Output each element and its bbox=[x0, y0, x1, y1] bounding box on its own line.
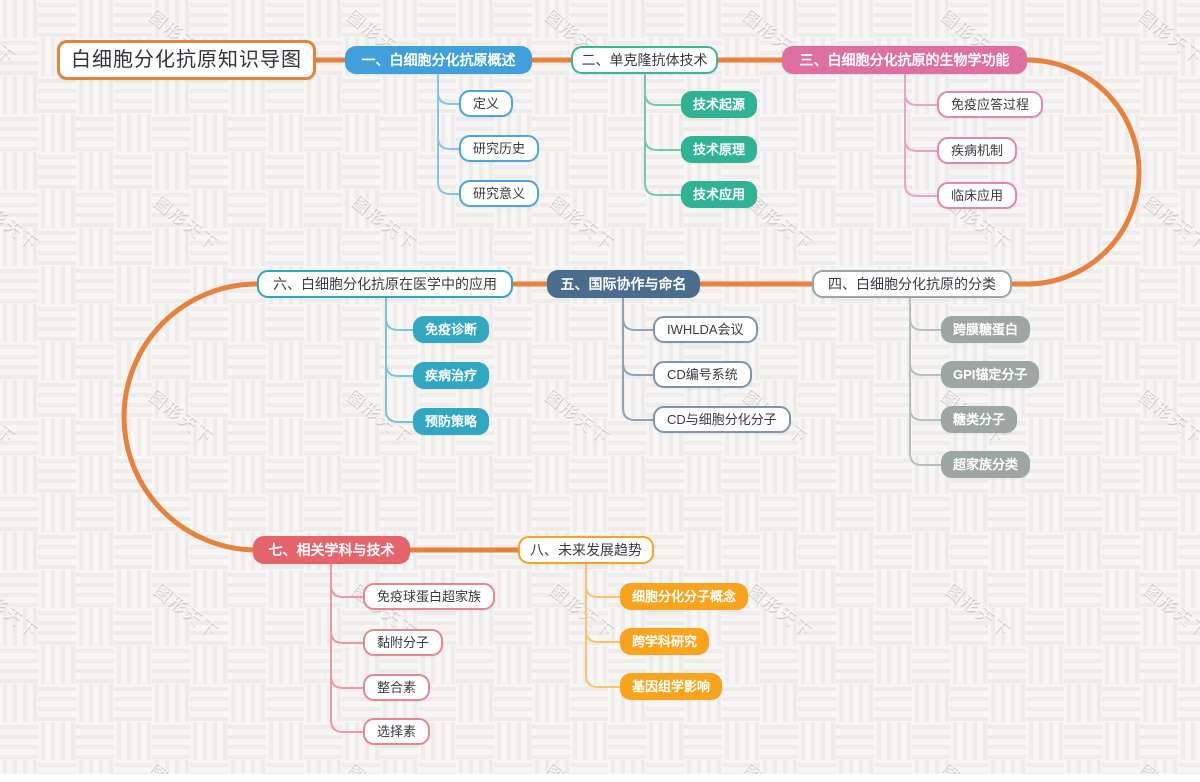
node-child-1-1[interactable]: 定义 bbox=[459, 90, 514, 117]
node-child-7-4[interactable]: 选择素 bbox=[363, 718, 431, 745]
node-child-3-1[interactable]: 免疫应答过程 bbox=[937, 91, 1044, 118]
node-child-7-3[interactable]: 整合素 bbox=[363, 674, 431, 701]
node-central-topic[interactable]: 白细胞分化抗原知识导图 bbox=[57, 40, 316, 80]
node-child-7-2[interactable]: 黏附分子 bbox=[363, 629, 444, 656]
node-child-4-4[interactable]: 超家族分类 bbox=[941, 451, 1031, 478]
branch7-connectors bbox=[330, 564, 364, 733]
node-child-5-2[interactable]: CD编号系统 bbox=[653, 361, 752, 388]
spine-path bbox=[121, 57, 1142, 553]
node-branch-5[interactable]: 五、国际协作与命名 bbox=[547, 270, 700, 298]
node-branch-6[interactable]: 六、白细胞分化抗原在医学中的应用 bbox=[257, 270, 513, 298]
node-branch-3[interactable]: 三、白细胞分化抗原的生物学功能 bbox=[782, 46, 1027, 74]
node-branch-8[interactable]: 八、未来发展趋势 bbox=[518, 536, 654, 564]
node-child-5-3[interactable]: CD与细胞分化分子 bbox=[653, 406, 791, 433]
node-child-4-2[interactable]: GPI锚定分子 bbox=[941, 361, 1040, 388]
node-child-5-1[interactable]: IWHLDA会议 bbox=[653, 316, 758, 343]
node-branch-7[interactable]: 七、相关学科与技术 bbox=[253, 536, 410, 564]
node-child-8-1[interactable]: 细胞分化分子概念 bbox=[620, 583, 749, 610]
node-child-6-1[interactable]: 免疫诊断 bbox=[413, 316, 490, 343]
branch4-connectors bbox=[909, 297, 942, 466]
node-child-2-3[interactable]: 技术应用 bbox=[681, 181, 758, 208]
branch6-connectors bbox=[385, 297, 414, 423]
node-child-6-2[interactable]: 疾病治疗 bbox=[413, 362, 490, 389]
branch3-connectors bbox=[904, 73, 938, 197]
branch-connectors bbox=[330, 73, 942, 733]
node-child-3-3[interactable]: 临床应用 bbox=[937, 182, 1018, 209]
node-child-8-2[interactable]: 跨学科研究 bbox=[620, 628, 710, 655]
node-child-4-1[interactable]: 跨膜糖蛋白 bbox=[941, 316, 1031, 343]
branch1-connectors bbox=[437, 74, 460, 195]
node-child-8-3[interactable]: 基因组学影响 bbox=[620, 673, 723, 700]
node-branch-2[interactable]: 二、单克隆抗体技术 bbox=[571, 46, 718, 74]
node-child-7-1[interactable]: 免疫球蛋白超家族 bbox=[363, 583, 496, 610]
branch2-connectors bbox=[644, 74, 682, 196]
node-child-4-3[interactable]: 糖类分子 bbox=[941, 406, 1018, 433]
node-branch-4[interactable]: 四、白细胞分化抗原的分类 bbox=[812, 270, 1012, 298]
node-branch-1[interactable]: 一、白细胞分化抗原概述 bbox=[345, 46, 532, 74]
node-child-1-3[interactable]: 研究意义 bbox=[459, 180, 540, 207]
branch8-connectors bbox=[585, 564, 621, 688]
node-child-1-2[interactable]: 研究历史 bbox=[459, 135, 540, 162]
branch5-connectors bbox=[622, 297, 654, 421]
node-child-6-3[interactable]: 预防策略 bbox=[413, 408, 490, 435]
node-child-3-2[interactable]: 疾病机制 bbox=[937, 137, 1018, 164]
node-child-2-1[interactable]: 技术起源 bbox=[681, 91, 758, 118]
node-child-2-2[interactable]: 技术原理 bbox=[681, 136, 758, 163]
